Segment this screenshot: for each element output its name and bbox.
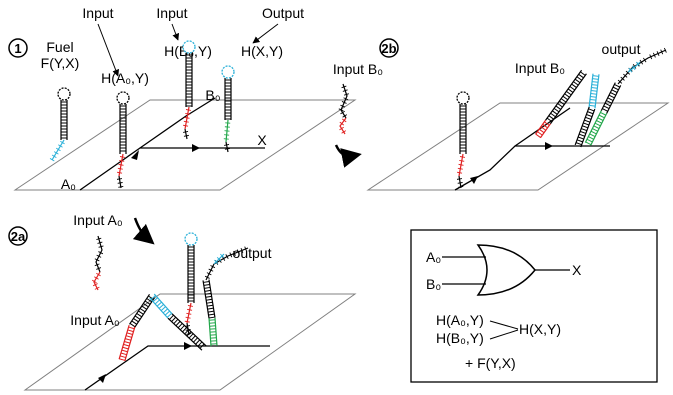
- track-label-2a: Input A₀: [70, 312, 120, 328]
- duplex-a-strand: [118, 294, 155, 362]
- fuel-strand: [49, 87, 71, 162]
- equation-h-x: H(X,Y): [519, 321, 561, 337]
- track-arrow-2b-a: [470, 176, 478, 184]
- panel-number-1-circle: [8, 38, 28, 58]
- pointer-input-a: [97, 23, 120, 77]
- or-gate-box: A₀ B₀ X H(A₀,Y) H(B₀,Y) H(X,Y) + F(Y,X): [410, 229, 658, 383]
- track-arrow-1a: [131, 150, 139, 160]
- track-a-to-x-1: [79, 147, 265, 191]
- equation-h-b: H(B₀,Y): [436, 330, 484, 346]
- hairpin-a-label: H(A₀,Y): [101, 70, 149, 86]
- fuel-formula: F(Y,X): [41, 55, 80, 71]
- track-a-label: A₀: [61, 176, 76, 192]
- input-b-free-label: Input B₀: [333, 61, 383, 77]
- strands-2a: [91, 232, 249, 362]
- equation-join-bottom: [489, 329, 519, 340]
- hairpin-x-strand: [221, 65, 235, 153]
- gate-input-b-label: B₀: [426, 276, 441, 292]
- equation-fuel: + F(Y,X): [465, 355, 516, 371]
- equation-join-top: [489, 320, 519, 330]
- hairpin-strand-2b: [456, 91, 470, 189]
- surface-plane-1: [13, 99, 357, 191]
- pointer-input-b: [171, 23, 180, 41]
- fuel-label: Fuel: [46, 39, 73, 55]
- input-a-free-label: Input A₀: [73, 212, 123, 228]
- hairpin-strands-1: [49, 40, 235, 189]
- input-a-caption: Input: [82, 5, 113, 21]
- output-label-2a: output: [233, 245, 272, 261]
- track-b-label: B₀: [205, 87, 220, 103]
- track-b-2b: [514, 107, 571, 147]
- duplex-middle-strand-2a: [149, 293, 207, 351]
- input-b-caption: Input: [156, 5, 187, 21]
- track-arrow-2a-a: [98, 374, 106, 383]
- track-x-label: X: [257, 132, 267, 148]
- track-2a: [84, 345, 270, 391]
- output-label-2b: output: [602, 41, 641, 57]
- step-arrow-1-to-2b: [334, 144, 362, 168]
- panel-number-2b-circle: [379, 38, 399, 58]
- panel-2a: 2a Input A₀ output Input A₀: [8, 212, 357, 391]
- or-gate-symbol: [476, 244, 536, 296]
- track-arrow-2a-b: [184, 342, 192, 350]
- gate-box-frame: [410, 229, 658, 383]
- gate-input-a-label: A₀: [426, 249, 441, 265]
- free-input-a-strand: [91, 235, 104, 291]
- hairpin-b-strand: [182, 40, 196, 140]
- output-caption: Output: [262, 5, 304, 21]
- equation-h-a: H(A₀,Y): [436, 312, 484, 328]
- free-input-b-strand: [338, 83, 349, 135]
- track-b-1: [139, 97, 216, 149]
- step-arrow-2a: [132, 217, 155, 245]
- duplex-middle-strand: [574, 73, 600, 148]
- track-arrow-2b-b: [545, 142, 553, 150]
- panel-1: 1 Fuel F(Y,X) Input H(A₀,Y) Input H(B₀,Y…: [8, 5, 357, 192]
- track-arrow-1b: [192, 144, 200, 152]
- surface-plane-2b: [366, 102, 670, 191]
- duplex-b-strand: [535, 69, 587, 139]
- panel-number-2a: 2a: [11, 229, 26, 244]
- hairpin-b-strand-2a: [184, 232, 198, 336]
- panel-2b: 2b Input B₀ output Input B₀: [333, 38, 670, 191]
- pointer-output: [252, 23, 279, 44]
- track-2b: [454, 145, 610, 191]
- hairpin-a-strand: [116, 91, 130, 189]
- panel-number-2b: 2b: [381, 41, 396, 56]
- gate-output-label: X: [572, 262, 582, 278]
- strands-2b: [338, 47, 667, 189]
- surface-plane-2a: [23, 293, 357, 391]
- duplex-output-strand-2a: [202, 246, 249, 347]
- hairpin-x-label: H(X,Y): [241, 43, 283, 59]
- panel-number-2a-circle: [8, 226, 28, 246]
- duplex-output-strand: [584, 47, 667, 146]
- track-label-2b: Input B₀: [515, 60, 565, 76]
- panel-number-1: 1: [14, 41, 21, 56]
